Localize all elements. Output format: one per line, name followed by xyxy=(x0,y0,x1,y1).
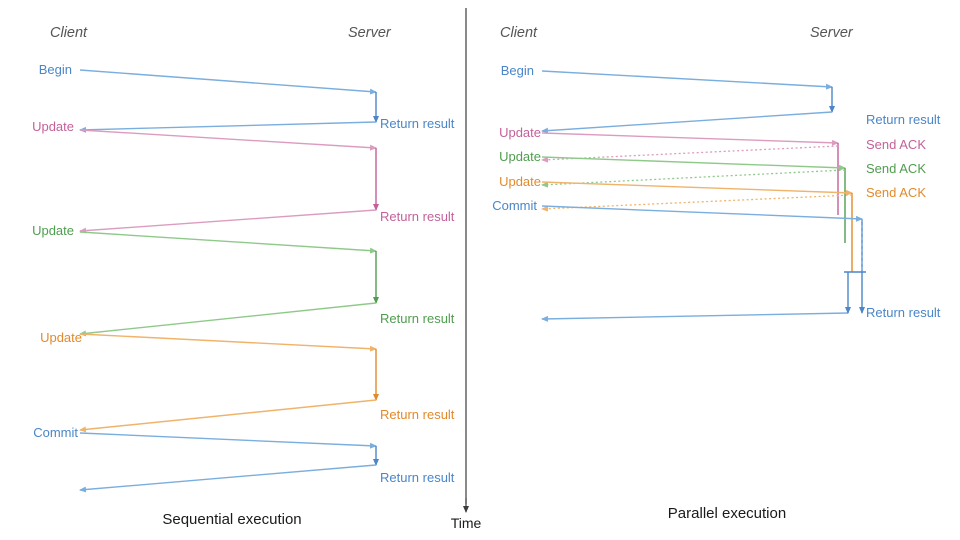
request-arrow-parallel-update-3 xyxy=(541,181,853,196)
request-label-parallel-update-2: Update xyxy=(499,149,541,164)
request-label-sequential-begin: Begin xyxy=(38,62,72,77)
request-arrow-sequential-commit xyxy=(79,432,377,449)
reply-label-sequential-update-1: Return result xyxy=(380,209,455,224)
panel-caption-sequential: Sequential execution xyxy=(162,511,302,528)
reply-arrow-sequential-update-2 xyxy=(79,302,377,337)
request-arrow-sequential-update-2 xyxy=(79,231,377,254)
ack-arrow-parallel-update-1 xyxy=(541,145,839,163)
reply-label-sequential-update-2: Return result xyxy=(380,311,455,326)
reply-label-sequential-commit: Return result xyxy=(380,470,455,485)
panel-caption-parallel: Parallel execution xyxy=(667,505,787,522)
panel-header-server-parallel: Server xyxy=(810,25,853,41)
request-arrow-parallel-commit xyxy=(541,205,863,222)
request-arrow-parallel-update-1 xyxy=(541,132,839,146)
request-arrow-sequential-begin xyxy=(79,69,377,95)
reply-arrow-sequential-begin xyxy=(79,121,377,133)
reply-arrow-parallel-begin xyxy=(541,111,833,134)
request-label-parallel-begin: Begin xyxy=(500,63,534,78)
panel-header-server-sequential: Server xyxy=(348,25,391,41)
reply-label-sequential-begin: Return result xyxy=(380,116,455,131)
ack-label-parallel-update-2: Send ACK xyxy=(866,161,926,176)
request-arrow-sequential-update-3 xyxy=(79,333,377,352)
ack-arrow-parallel-update-2 xyxy=(541,169,846,188)
request-arrow-sequential-update-1 xyxy=(79,129,377,151)
reply-label-sequential-update-3: Return result xyxy=(380,407,455,422)
reply-label-parallel-begin: Return result xyxy=(866,112,941,127)
ack-label-parallel-update-3: Send ACK xyxy=(866,185,926,200)
reply-arrow-sequential-update-3 xyxy=(79,399,377,433)
request-arrow-parallel-begin xyxy=(541,70,833,90)
ack-arrow-parallel-update-3 xyxy=(541,194,853,212)
request-label-parallel-commit: Commit xyxy=(492,198,537,213)
reply-arrow-parallel-commit xyxy=(541,312,849,322)
request-label-sequential-update-3: Update xyxy=(40,330,82,345)
request-label-sequential-update-2: Update xyxy=(32,223,74,238)
request-label-sequential-update-1: Update xyxy=(32,119,74,134)
reply-arrow-sequential-update-1 xyxy=(79,209,377,234)
time-axis-label: Time xyxy=(450,515,482,531)
ack-label-parallel-update-1: Send ACK xyxy=(866,137,926,152)
request-label-parallel-update-1: Update xyxy=(499,125,541,140)
panel-header-client-sequential: Client xyxy=(50,25,88,41)
request-label-sequential-commit: Commit xyxy=(33,425,78,440)
panel-header-client-parallel: Client xyxy=(500,25,538,41)
request-arrow-parallel-update-2 xyxy=(541,156,846,171)
reply-label-parallel-commit: Return result xyxy=(866,305,941,320)
reply-arrow-sequential-commit xyxy=(79,464,377,493)
request-label-parallel-update-3: Update xyxy=(499,174,541,189)
